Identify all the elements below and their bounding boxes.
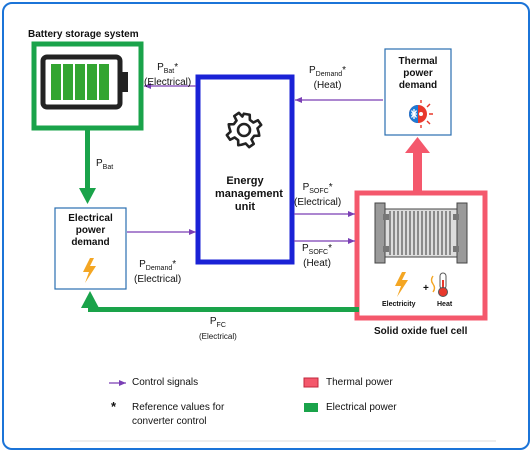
p-sofc-heat-label: PSOFC* (Heat) [302,243,332,269]
p-sofc-elec-note: (Electrical) [294,197,342,208]
p-bat-star-note: (Electrical) [144,77,192,88]
legend-reference-label: Reference values for converter control [132,401,224,429]
fuel-cell-icon [374,202,468,264]
legend-electrical-swatch [304,403,318,412]
p-demand-heat-sub: Demand [315,71,343,78]
electricity-label: Electricity [382,301,416,308]
p-demand-elec-label: PDemand* (Electrical) [134,259,181,285]
thermal-demand-label: Thermal power demand [385,56,451,92]
plus-sign: + [423,283,429,294]
electrical-demand-line3: demand [71,237,110,248]
p-bat-sub: Bat [102,164,114,171]
thermometer-icon [430,272,448,297]
p-demand-elec-main: P [139,259,146,270]
ems-label: Energy management unit [215,175,283,214]
p-fc-label: PFC (Electrical) [199,316,237,342]
p-bat-star-main: P [157,62,164,73]
battery-title: Battery storage system [28,29,139,40]
p-sofc-heat-main: P [302,243,309,254]
p-demand-heat-note: (Heat) [313,80,342,91]
p-sofc-heat-sub: SOFC [308,249,329,256]
heat-cold-icon [409,100,433,128]
p-demand-heat-label: PDemand* (Heat) [309,65,346,91]
p-demand-elec-sub: Demand [145,265,173,272]
electrical-flow-battery-to-demand [79,128,96,204]
p-demand-elec-star: * [172,259,177,270]
electricity-icon [395,272,408,297]
p-sofc-elec-sub: SOFC [309,188,329,195]
p-demand-elec-note: (Electrical) [134,274,182,285]
ems-box [195,74,295,265]
lightning-icon [83,258,96,283]
electrical-demand-label: Electrical power demand [55,213,126,249]
p-fc-note: (Electrical) [199,332,237,341]
p-bat-star-star: * [174,62,179,73]
electrical-demand-line2: power [75,225,106,236]
ems-label-line3: unit [234,201,256,213]
legend-thermal-swatch [303,377,319,388]
p-sofc-elec-main: P [302,182,310,193]
legend-control-label: Control signals [132,377,199,388]
legend-star: * [111,399,117,414]
p-bat-star-sub: Bat [163,68,175,75]
electrical-demand-box [54,207,127,290]
legend-thermal-label: Thermal power [326,377,393,388]
gear-icon [225,111,263,149]
thermal-demand-line3: demand [398,80,438,91]
p-sofc-elec-star: * [328,182,333,193]
p-bat-star-label: PBat* (Electrical) [144,62,191,88]
p-sofc-heat-note: (Heat) [303,258,331,269]
p-sofc-heat-star: * [328,243,333,254]
thermal-demand-line1: Thermal [398,56,438,67]
p-fc-main: P [209,316,217,327]
legend-reference-line1: Reference values for [132,402,225,413]
legend-reference-line2: converter control [132,416,207,427]
p-sofc-elec-label: PSOFC* (Electrical) [294,182,341,208]
legend-electrical-label: Electrical power [326,402,397,413]
electrical-flow-sofc-to-demand [81,291,359,312]
heat-label: Heat [437,301,453,308]
ems-label-line2: management [215,188,283,200]
p-demand-heat-main: P [309,65,316,76]
thermal-demand-line2: power [403,68,433,79]
p-fc-sub: FC [216,322,226,329]
p-demand-heat-star: * [342,65,347,76]
battery-icon [40,54,128,110]
thermal-flow-sofc-to-demand [405,137,430,193]
electrical-demand-line1: Electrical [68,213,113,224]
p-bat-label: PBat [96,158,113,173]
sofc-title: Solid oxide fuel cell [374,326,468,337]
ems-label-line1: Energy [226,175,264,187]
diagram-canvas [31,41,496,442]
p-bat-main: P [96,158,103,169]
